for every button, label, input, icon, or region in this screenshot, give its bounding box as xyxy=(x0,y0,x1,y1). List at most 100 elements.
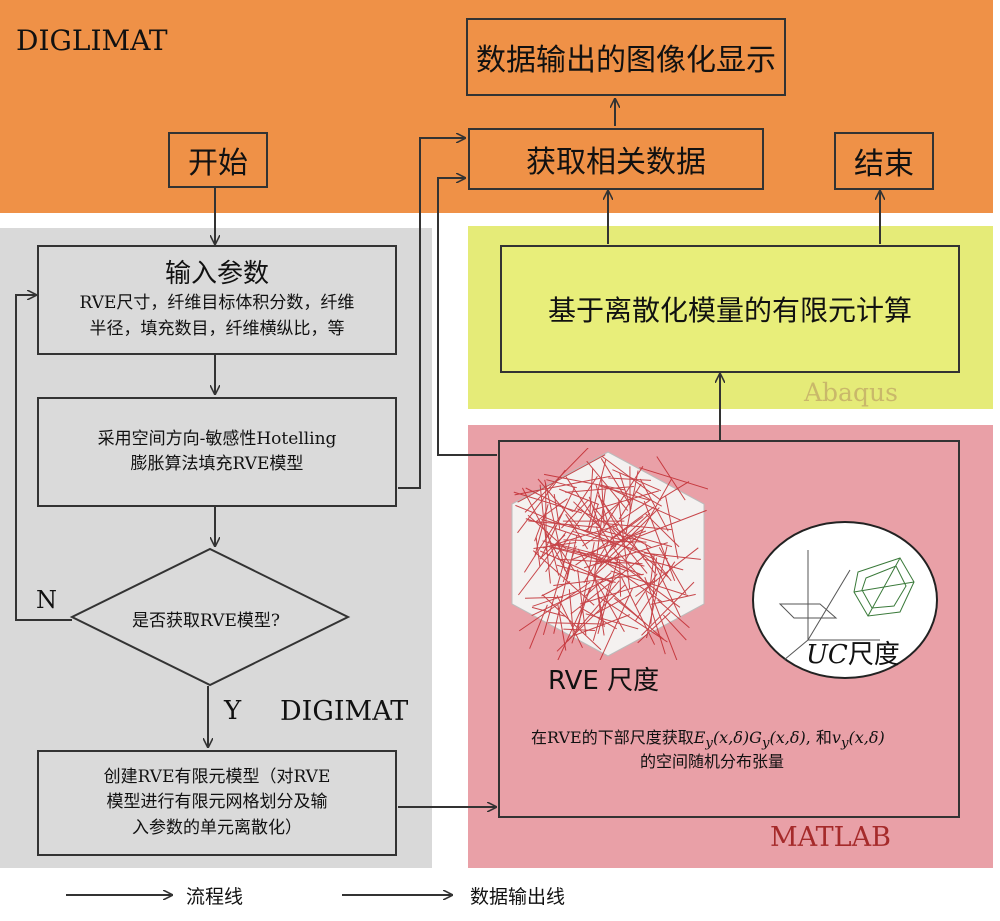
fiber-line xyxy=(565,486,634,493)
input-params-title: 输入参数 xyxy=(164,258,269,289)
fiber-line xyxy=(608,477,652,481)
fiber-line xyxy=(567,580,620,642)
fill-rve-line1: 采用空间方向-敏感性Hotelling xyxy=(97,428,337,449)
fiber-line xyxy=(610,570,689,597)
fiber-line xyxy=(521,487,569,576)
fiber-line xyxy=(595,537,637,576)
fiber-line xyxy=(518,532,567,596)
fiber-line xyxy=(597,495,656,574)
create-fem-line3: 入参数的单元离散化） xyxy=(132,817,302,838)
fiber-line xyxy=(594,490,659,511)
decision-text: 是否获取RVE模型? xyxy=(132,611,280,631)
fiber-line xyxy=(553,564,571,634)
rve-fiber-hexagon xyxy=(511,448,708,660)
fiber-line xyxy=(546,531,560,576)
start-text: 开始 xyxy=(188,146,248,181)
uc-scale-label: UC尺度 xyxy=(806,634,900,671)
fiber-line xyxy=(665,495,679,560)
fiber-line xyxy=(546,479,577,489)
fiber-line xyxy=(575,516,644,566)
fiber-line xyxy=(645,591,666,655)
fiber-line xyxy=(524,596,564,599)
fiber-line xyxy=(587,459,607,532)
fiber-line xyxy=(650,593,696,605)
fiber-line xyxy=(545,503,592,573)
fiber-line xyxy=(643,552,701,560)
decision-no-label: N xyxy=(36,586,57,614)
fiber-line xyxy=(582,499,651,547)
fiber-line xyxy=(628,534,673,548)
fiber-line xyxy=(515,504,565,526)
diglimat-label: DIGLIMAT xyxy=(16,24,168,57)
fiber-line xyxy=(544,473,625,491)
input-params-line1: RVE尺寸，纤维目标体积分数，纤维 xyxy=(79,293,355,314)
legend-flow-label: 流程线 xyxy=(186,886,244,908)
fiber-line xyxy=(659,481,690,501)
digimat-label: DIGIMAT xyxy=(280,696,409,727)
uc-italic: UC xyxy=(806,640,848,670)
fiber-line xyxy=(565,513,589,550)
fiber-line xyxy=(635,509,707,539)
fiber-line xyxy=(646,546,668,639)
fiber-line xyxy=(529,604,548,649)
fiber-line xyxy=(599,466,644,534)
fiber-line xyxy=(662,614,687,641)
fiber-line xyxy=(547,622,603,625)
fiber-line xyxy=(618,498,631,589)
fiber-line xyxy=(579,580,658,605)
fiber-line xyxy=(577,569,587,636)
get-data-text: 获取相关数据 xyxy=(526,145,706,180)
create-fem-line1: 创建RVE有限元模型（对RVE xyxy=(103,766,331,787)
fiber-line xyxy=(555,543,645,567)
fiber-line xyxy=(573,476,598,512)
fiber-line xyxy=(620,576,656,645)
fiber-line xyxy=(541,594,602,651)
fiber-line xyxy=(656,456,686,501)
fiber-line xyxy=(563,628,596,631)
fiber-line xyxy=(531,573,621,617)
fiber-line xyxy=(657,599,690,629)
fiber-line xyxy=(563,539,647,543)
fiber-line xyxy=(597,596,668,643)
fiber-line xyxy=(639,478,669,532)
fiber-line xyxy=(557,574,598,660)
fiber-line xyxy=(573,501,604,531)
fiber-line xyxy=(513,491,583,514)
decision-diamond xyxy=(69,547,351,687)
fiber-line xyxy=(643,500,676,581)
fiber-line xyxy=(595,484,617,548)
fiber-line xyxy=(514,475,611,496)
rve-scale-label: RVE 尺度 xyxy=(548,666,660,696)
get-data-box: 获取相关数据 xyxy=(468,128,764,190)
fiber-line xyxy=(534,504,549,557)
end-text: 结束 xyxy=(854,147,914,182)
fiber-line xyxy=(574,614,631,636)
fiber-line xyxy=(544,479,566,571)
fiber-line xyxy=(518,581,591,632)
fiber-line xyxy=(589,468,594,516)
fiber-line xyxy=(532,590,579,607)
fiber-line xyxy=(600,458,631,506)
create-fem-line2: 模型进行有限元网格划分及输 xyxy=(106,792,328,813)
data-display-box: 数据输出的图像化显示 xyxy=(466,18,786,96)
arrow-decision-no xyxy=(15,295,72,621)
fiber-line xyxy=(557,604,567,651)
fem-box: 基于离散化模量的有限元计算 xyxy=(500,245,960,373)
fiber-line xyxy=(614,597,647,624)
create-fem-box: 创建RVE有限元模型（对RVE 模型进行有限元网格划分及输 入参数的单元离散化） xyxy=(37,750,397,856)
fiber-line xyxy=(600,484,681,521)
input-params-line2: 半径，填充数目，纤维横纵比，等 xyxy=(89,318,345,339)
fiber-line xyxy=(637,612,671,644)
fill-rve-box: 采用空间方向-敏感性Hotelling 膨胀算法填充RVE模型 xyxy=(37,397,397,507)
end-box: 结束 xyxy=(834,132,934,190)
arrow-matlab-getdata xyxy=(437,178,497,456)
fiber-line xyxy=(639,467,708,490)
fiber-line xyxy=(645,547,672,582)
fiber-line xyxy=(624,479,672,562)
decision-yes-label: Y xyxy=(224,696,242,726)
input-params-box: 输入参数 RVE尺寸，纤维目标体积分数，纤维 半径，填充数目，纤维横纵比，等 xyxy=(37,245,397,355)
legend-data-label: 数据输出线 xyxy=(470,886,566,908)
fiber-line xyxy=(584,500,622,532)
fiber-line xyxy=(619,560,622,597)
